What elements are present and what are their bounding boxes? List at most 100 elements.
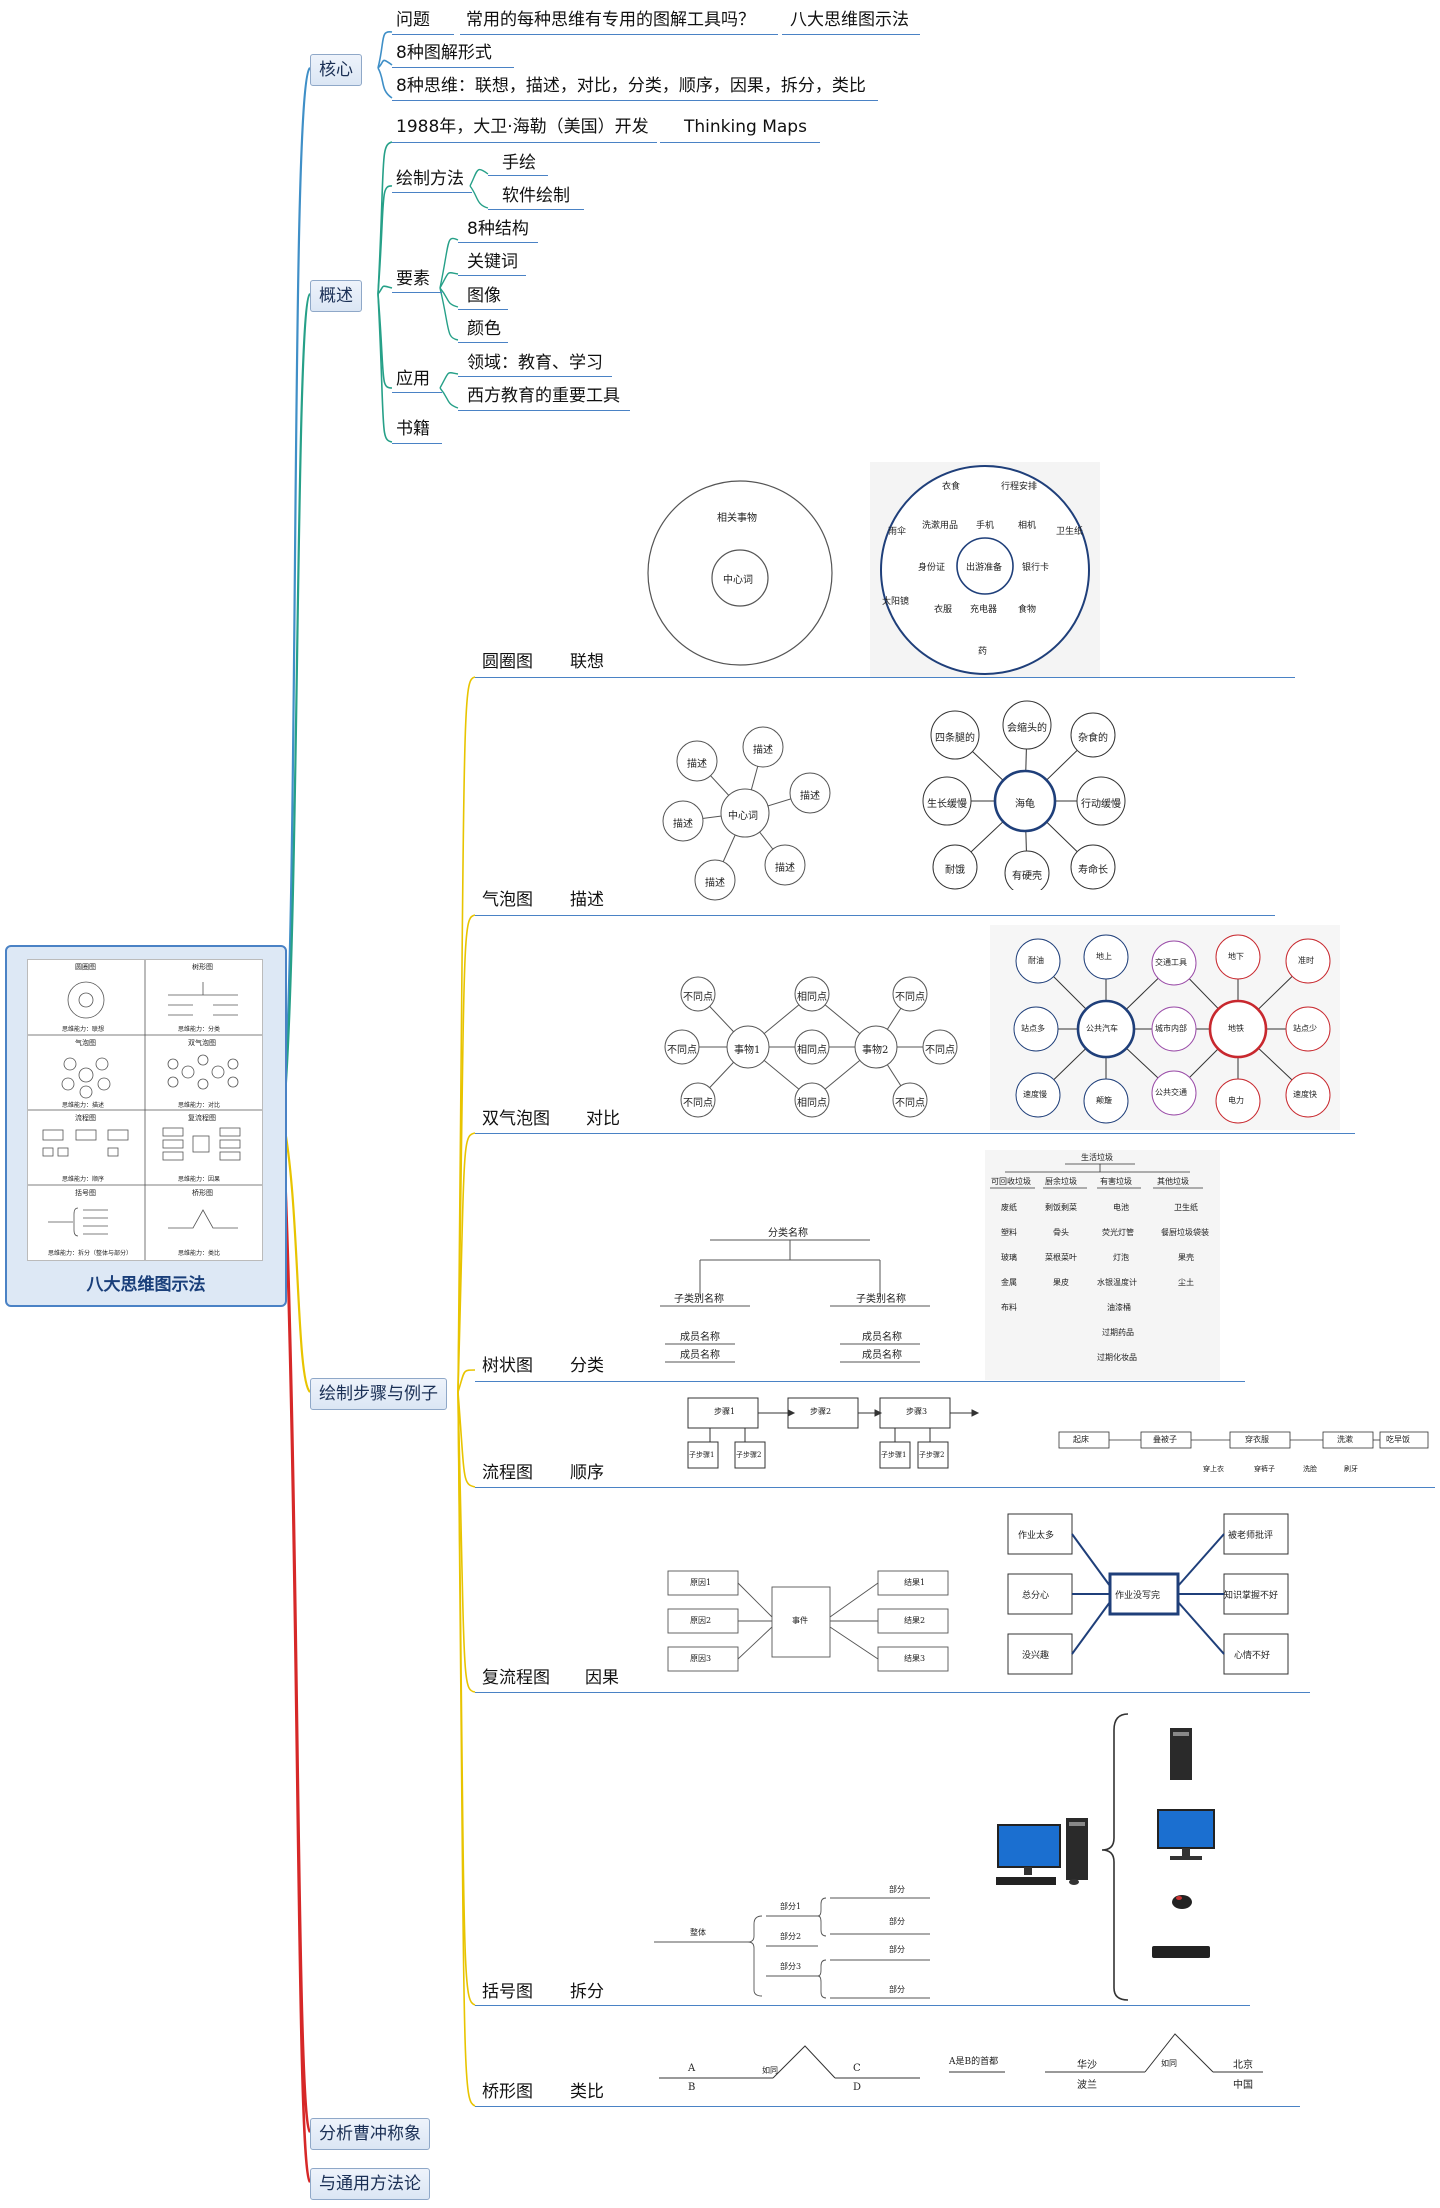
brace-template-sub: 部分	[889, 1885, 905, 1894]
circle-example-item: 手机	[976, 521, 995, 531]
brace-template-sub: 部分	[889, 1945, 905, 1954]
brace-template-part: 部分3	[780, 1962, 802, 1971]
bubble-example-item: 寿命长	[1078, 865, 1108, 876]
map-name[interactable]: 复流程图	[482, 1668, 550, 1688]
root-cell-caption: 思维能力：类比	[178, 1250, 221, 1257]
double-template-diff: 不同点	[925, 1045, 955, 1056]
multi-example-cause: 没兴趣	[1022, 1651, 1050, 1661]
map-ability[interactable]: 联想	[570, 652, 604, 672]
double-example-mid-item: 公共交通	[1155, 1088, 1187, 1097]
tree-example-item: 卫生纸	[1174, 1203, 1198, 1212]
bubble-template-item: 描述	[705, 878, 725, 889]
tree-map-example: 生活垃圾 可回收垃圾 厨余垃圾 有害垃圾 其他垃圾 废纸 塑料 玻璃 金属 布料…	[985, 1150, 1220, 1380]
multi-template-result: 结果2	[904, 1616, 926, 1625]
core-thinking[interactable]: 8种思维：联想，描述，对比，分类，顺序，因果，拆分，类比	[396, 76, 866, 96]
map-name[interactable]: 桥形图	[482, 2082, 533, 2102]
brace-example-shapes	[996, 1713, 1215, 2001]
multi-example-shapes	[1007, 1513, 1289, 1675]
tree-example-item: 餐厨垃圾袋装	[1161, 1228, 1209, 1237]
double-example-left-item: 耐油	[1028, 956, 1044, 965]
multi-flow-example: 作业太多 总分心 没兴趣 作业没写完 被老师批评 知识掌握不好 心情不好	[1000, 1510, 1300, 1680]
circle-template-center: 中心词	[723, 575, 753, 586]
core-question-label[interactable]: 问题	[396, 10, 430, 30]
root-cell-title: 气泡图	[75, 1039, 96, 1047]
eight-maps-overview-image	[28, 960, 262, 1260]
map-name[interactable]: 树状图	[482, 1356, 533, 1376]
bubble-example-item: 生长缓慢	[927, 799, 967, 810]
overview-hand[interactable]: 手绘	[502, 153, 536, 173]
root-cell-caption: 思维能力：联想	[62, 1026, 105, 1033]
root-node[interactable]: 圆圈图 思维能力：联想 树形图 思维能力：分类 气泡图 思维能力：描述 双气泡图…	[5, 945, 287, 1307]
overview-draw-method[interactable]: 绘制方法	[396, 169, 464, 189]
overview-books[interactable]: 书籍	[396, 419, 430, 439]
bubble-example-item: 杂食的	[1078, 733, 1108, 744]
overview-app-item[interactable]: 领域：教育、学习	[467, 353, 603, 373]
core-forms[interactable]: 8种图解形式	[396, 43, 492, 63]
tree-template-member: 成员名称	[862, 1350, 902, 1361]
circle-example-item: 相机	[1018, 521, 1037, 531]
double-template-diff: 不同点	[895, 1098, 925, 1109]
overview-application[interactable]: 应用	[396, 369, 430, 389]
overview-elements[interactable]: 要素	[396, 269, 430, 289]
branch-general[interactable]: 与通用方法论	[310, 2168, 430, 2200]
overview-app-item[interactable]: 西方教育的重要工具	[467, 386, 620, 406]
root-cell-caption: 思维能力：顺序	[62, 1176, 105, 1183]
root-cell-title: 复流程图	[188, 1114, 216, 1122]
root-cell-title: 流程图	[75, 1114, 96, 1122]
map-name[interactable]: 流程图	[482, 1463, 533, 1483]
tree-example-head: 有害垃圾	[1100, 1177, 1132, 1186]
map-ability[interactable]: 类比	[570, 2082, 604, 2102]
double-template-diff: 不同点	[667, 1045, 697, 1056]
core-question-text[interactable]: 常用的每种思维有专用的图解工具吗？	[466, 10, 755, 30]
bridge-template-c: C	[853, 2063, 861, 2074]
tree-example-item: 剩饭剩菜	[1045, 1203, 1077, 1212]
flow-example-step: 吃早饭	[1386, 1435, 1410, 1444]
tree-example-item: 果壳	[1178, 1253, 1194, 1262]
multi-template-result: 结果3	[904, 1654, 926, 1663]
bridge-template-as: 如同	[762, 2066, 778, 2075]
double-example-left-item: 颠簸	[1096, 1096, 1112, 1105]
tree-template-sub: 子类别名称	[674, 1294, 724, 1305]
map-name[interactable]: 括号图	[482, 1982, 533, 2002]
double-example-left-item: 速度慢	[1023, 1090, 1047, 1099]
map-ability[interactable]: 拆分	[570, 1982, 604, 2002]
map-ability[interactable]: 描述	[570, 890, 604, 910]
tree-template-member: 成员名称	[680, 1350, 720, 1361]
map-name[interactable]: 双气泡图	[482, 1109, 550, 1129]
branch-overview[interactable]: 概述	[310, 280, 362, 312]
branch-steps[interactable]: 绘制步骤与例子	[310, 1378, 447, 1410]
map-ability[interactable]: 顺序	[570, 1463, 604, 1483]
tree-example-item: 果皮	[1053, 1278, 1069, 1287]
map-ability[interactable]: 分类	[570, 1356, 604, 1376]
brace-template-shapes	[654, 1897, 930, 1999]
bubble-example-item: 行动缓慢	[1081, 799, 1121, 810]
double-template-diff: 不同点	[683, 1098, 713, 1109]
overview-element-item[interactable]: 颜色	[467, 319, 501, 339]
multi-template-cause: 原因2	[690, 1616, 712, 1625]
brace-symbol	[1101, 1713, 1129, 2001]
overview-origin-name[interactable]: Thinking Maps	[684, 117, 807, 137]
bubble-example-item: 耐饿	[945, 865, 965, 876]
flow-example-sub: 洗脸	[1303, 1465, 1317, 1473]
flow-example-sub: 穿上衣	[1203, 1465, 1224, 1473]
map-ability[interactable]: 因果	[585, 1668, 619, 1688]
circle-example-item: 卫生纸	[1056, 527, 1084, 537]
multi-example-result: 心情不好	[1234, 1651, 1271, 1661]
overview-origin[interactable]: 1988年，大卫·海勒（美国）开发	[396, 117, 649, 137]
map-name[interactable]: 气泡图	[482, 890, 533, 910]
map-name[interactable]: 圆圈图	[482, 652, 533, 672]
core-question-answer[interactable]: 八大思维图示法	[790, 10, 909, 30]
map-ability[interactable]: 对比	[586, 1109, 620, 1129]
branch-analysis[interactable]: 分析曹冲称象	[310, 2118, 430, 2150]
tree-example-item: 灯泡	[1113, 1253, 1129, 1262]
overview-element-item[interactable]: 8种结构	[467, 219, 529, 239]
circle-template-shapes	[647, 480, 833, 666]
connector-overview	[281, 292, 312, 1121]
overview-element-item[interactable]: 关键词	[467, 252, 518, 272]
root-cell-title: 双气泡图	[188, 1039, 216, 1047]
bubble-template-item: 描述	[753, 745, 773, 756]
branch-core[interactable]: 核心	[310, 54, 362, 86]
root-cell-caption: 思维能力：描述	[62, 1102, 105, 1109]
overview-software[interactable]: 软件绘制	[502, 186, 570, 206]
overview-element-item[interactable]: 图像	[467, 286, 501, 306]
